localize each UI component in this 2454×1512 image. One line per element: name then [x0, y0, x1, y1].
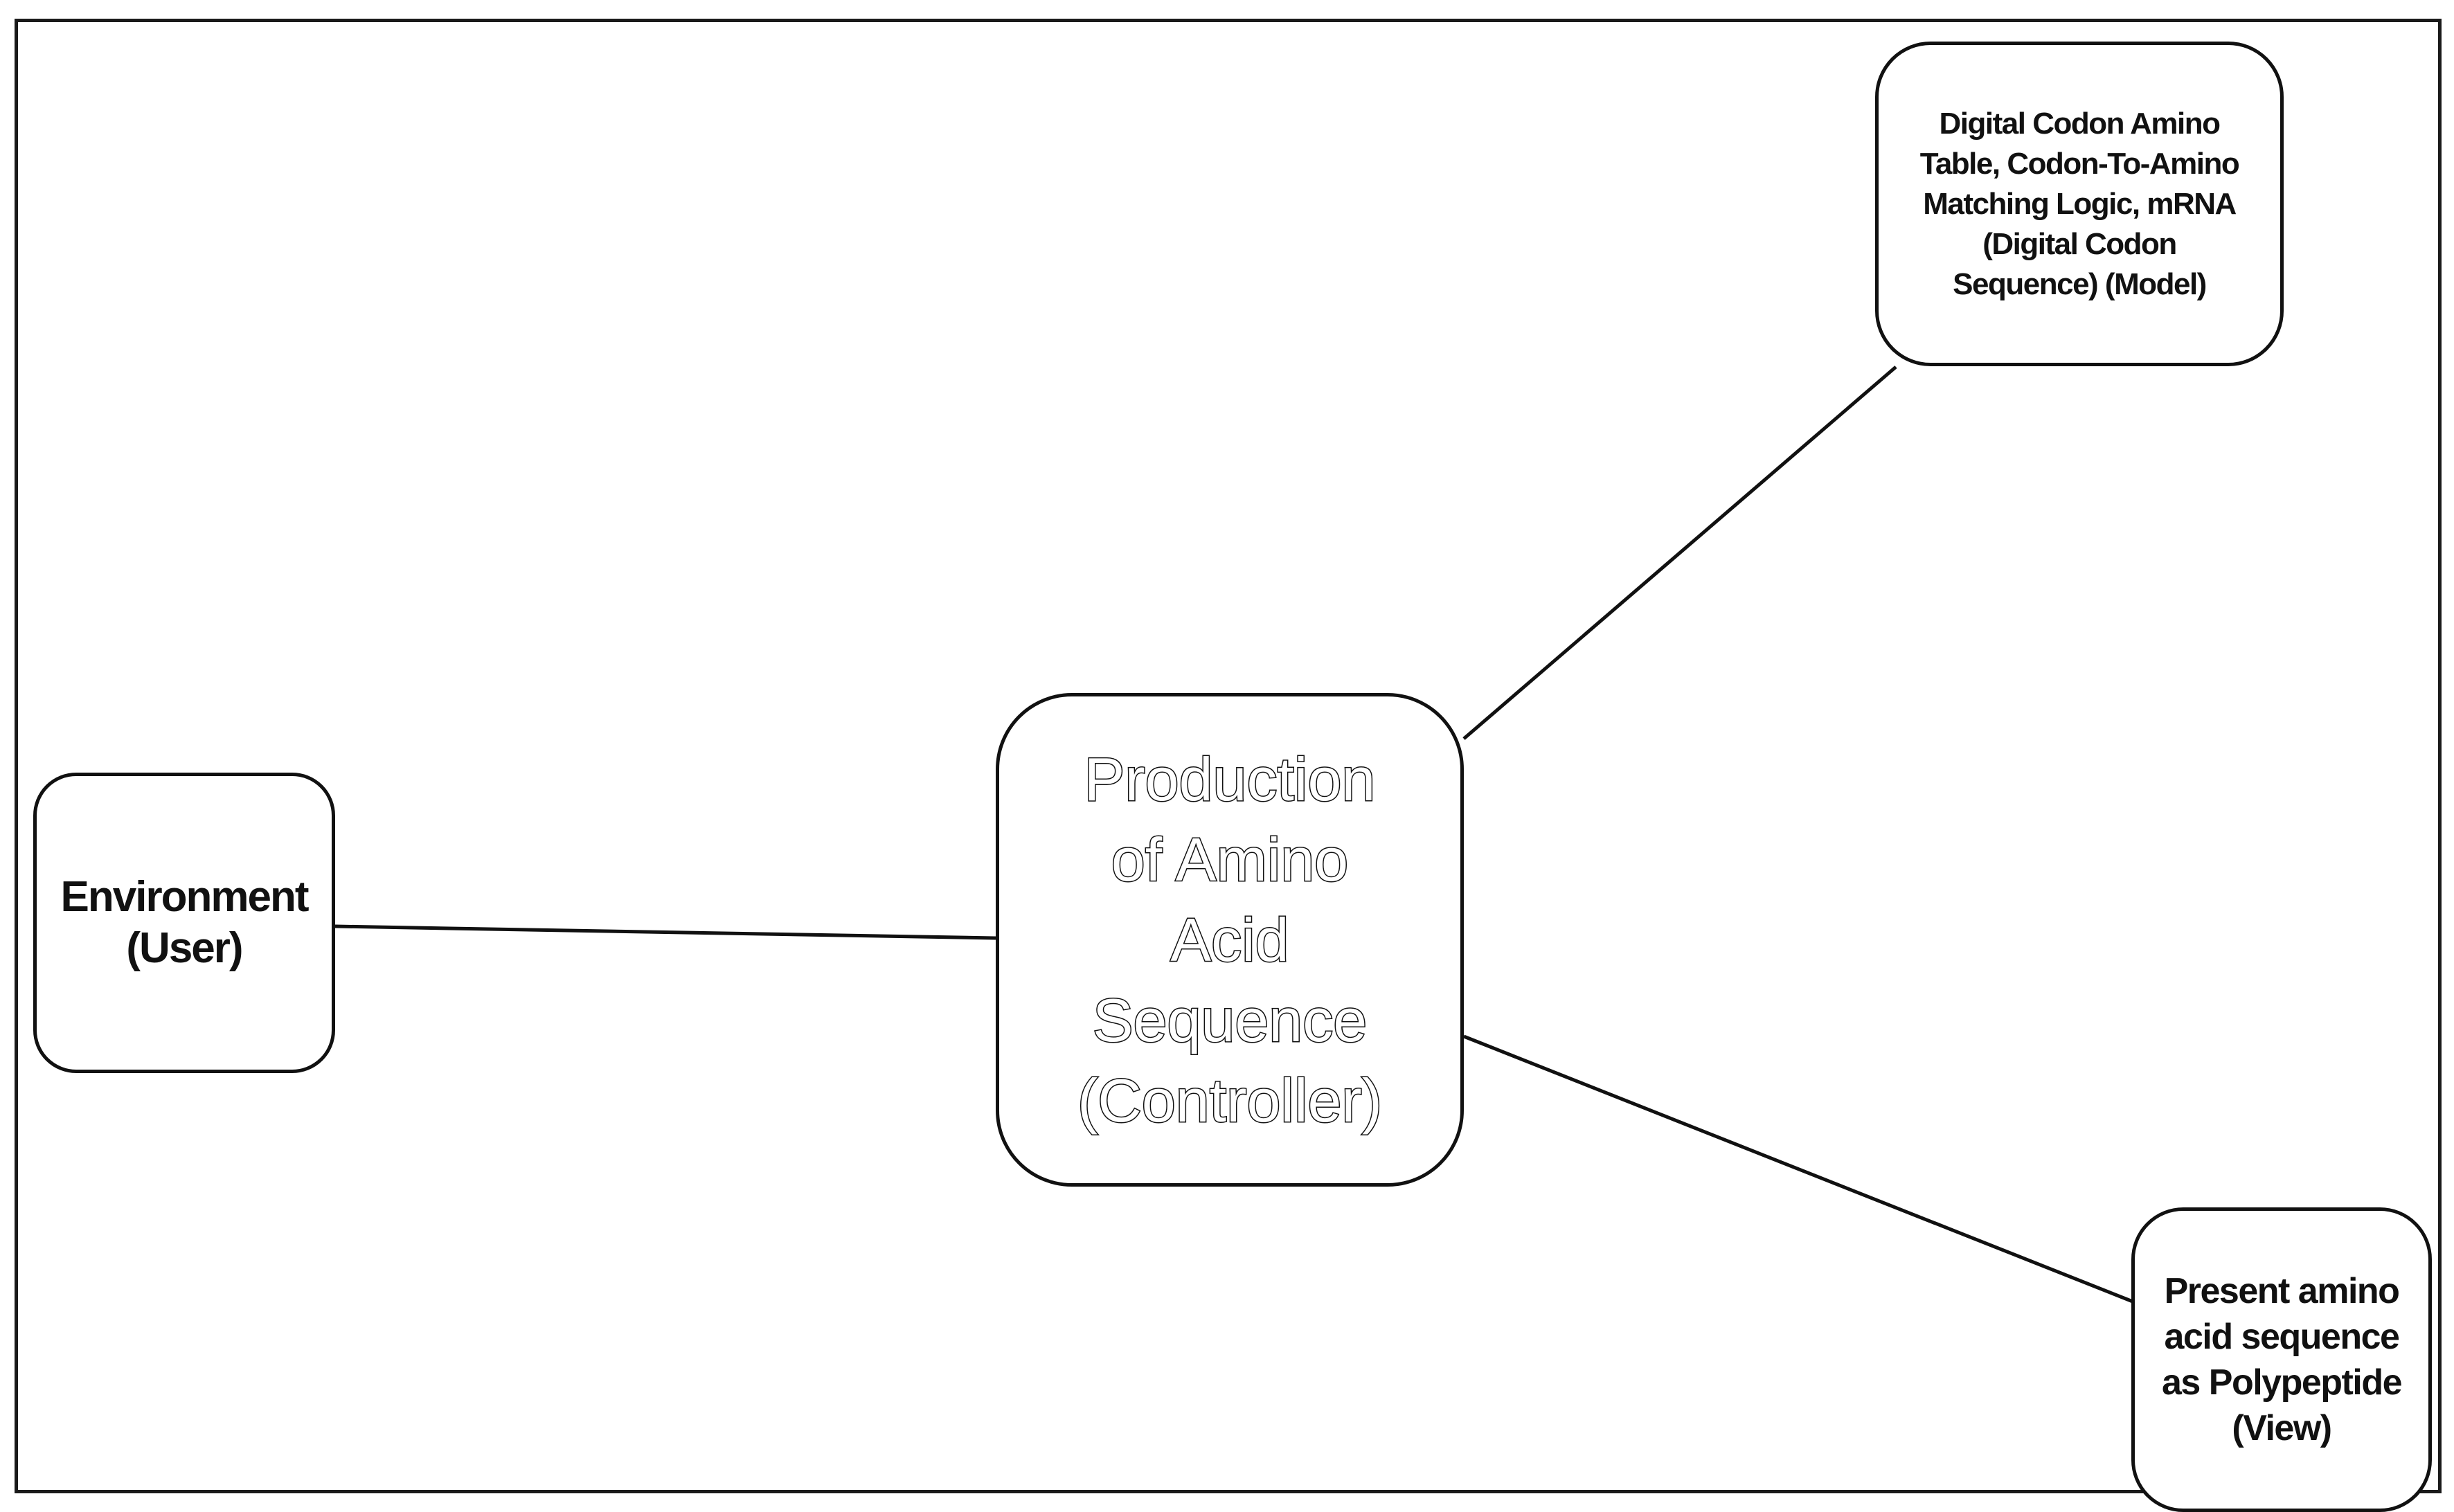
node-environment-user-label: Environment (User) [60, 873, 310, 972]
edge-user-controller [334, 924, 996, 940]
node-controller: Production of Amino Acid Sequence (Contr… [996, 693, 1464, 1187]
node-environment-user: Environment (User) [33, 773, 335, 1073]
node-model: Digital Codon Amino Table, Codon-To-Amin… [1875, 42, 2284, 366]
node-controller-label: Production of Amino Acid Sequence (Contr… [1076, 744, 1383, 1135]
node-model-label: Digital Codon Amino Table, Codon-To-Amin… [1919, 106, 2240, 301]
node-view-label: Present amino acid sequence as Polypepti… [2162, 1271, 2403, 1448]
edge-controller-view [1463, 1034, 2133, 1304]
node-view: Present amino acid sequence as Polypepti… [2131, 1207, 2432, 1512]
diagram-frame [15, 19, 2442, 1493]
edge-controller-model [1462, 366, 1897, 740]
